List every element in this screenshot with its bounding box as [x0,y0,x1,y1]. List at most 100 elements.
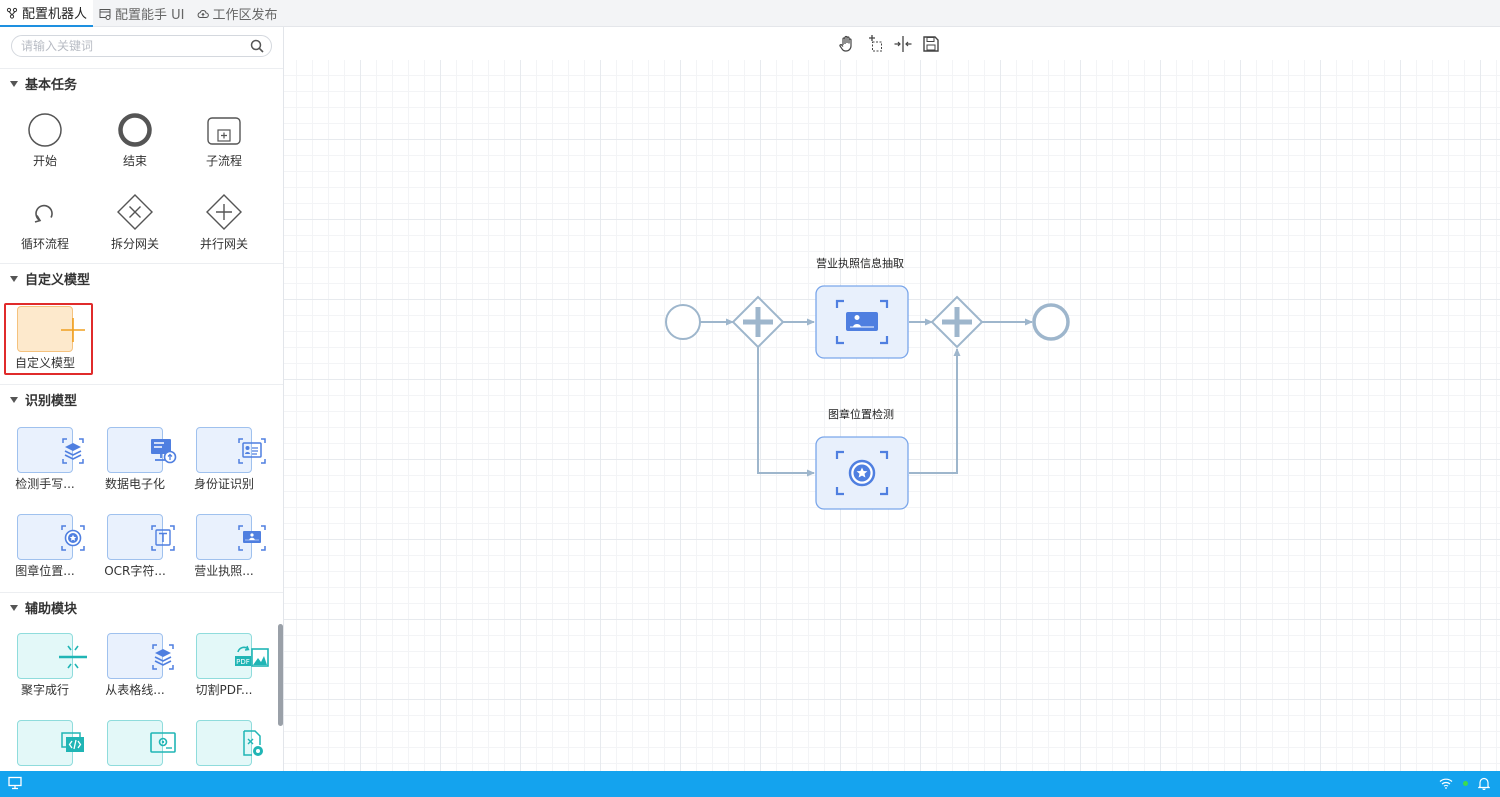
parallel-gateway-split[interactable] [731,295,785,349]
plus-icon [61,318,85,342]
monitor-upload-icon [151,439,177,464]
model-tile [17,427,84,473]
palette-item-label: 自定义模型 [14,356,75,370]
lasso-select-icon [869,35,882,52]
code-window-icon [61,732,84,752]
palette-item-label: 切割PDF... [195,683,253,697]
section-title: 辅助模块 [25,602,78,617]
tab-configure-robot[interactable]: 配置机器人 [0,0,94,27]
sequence-flows [700,318,1033,477]
flow-gateway-to-task2[interactable] [757,347,815,477]
palette-item-label: 开始 [32,154,57,168]
bell-icon[interactable] [1478,776,1490,790]
palette-item-screen-view[interactable] [95,720,176,771]
space-tool-icon [894,36,912,52]
tab-bar: 配置机器人 配置能手 UI 工作区发布 [0,0,1500,27]
palette-item-start[interactable]: 开始 [5,110,85,180]
license-icon [846,312,878,331]
palette-sidebar: 基本任务 开始 结束 子流程 循环流程 拆分网关 并行网关 自定义模型 自定义模… [0,27,284,771]
palette-item-label: 并行网关 [199,237,248,251]
palette-item-table-lines[interactable]: 从表格线... [95,633,175,703]
palette-item-end[interactable]: 结束 [95,110,175,180]
palette-item-label: 身份证识别 [193,477,254,491]
space-tool-button[interactable] [892,34,914,54]
palette-item-code-window[interactable] [5,720,85,771]
lasso-tool-button[interactable] [864,34,886,54]
parallel-gateway-join[interactable] [930,295,984,349]
palette-item-label: OCR字符... [104,564,166,578]
toolbar-strip [284,27,1500,60]
section-recognition-models[interactable]: 识别模型 [0,384,283,414]
palette-item-handwriting[interactable]: 检测手写... [5,427,85,497]
palette-item-license[interactable]: 营业执照... [184,514,266,584]
text-icon [151,525,175,551]
end-event[interactable] [1032,303,1070,341]
task-business-license[interactable] [815,285,909,359]
module-tile [196,720,263,766]
palette-item-split-pdf[interactable]: PDF 切割PDF... [184,633,269,703]
module-tile [107,633,174,679]
start-event[interactable] [665,304,701,340]
palette-item-id-card[interactable]: 身份证识别 [184,427,266,497]
section-aux-modules[interactable]: 辅助模块 [0,592,283,622]
highlight-box [4,303,93,375]
task1-label: 营业执照信息抽取 [816,257,904,270]
palette-item-ocr[interactable]: OCR字符... [95,514,175,584]
palette-item-custom-model[interactable]: 自定义模型 [5,306,85,376]
palette-item-exclusive-gateway[interactable]: 拆分网关 [95,193,175,263]
id-card-icon [238,438,266,464]
palette-item-label: 循环流程 [20,237,69,251]
palette-item-subprocess[interactable]: 子流程 [184,110,264,180]
search-input[interactable] [21,38,241,54]
task-stamp-detection[interactable] [815,436,909,510]
flow-task2-to-join[interactable] [909,348,961,474]
screen-eye-icon [150,732,176,753]
model-tile [196,427,266,473]
palette-item-parallel-gateway[interactable]: 并行网关 [184,193,264,263]
hand-icon [839,35,852,52]
module-tile [107,720,176,766]
module-tile: PDF [196,633,269,679]
license-icon [238,525,266,551]
search-icon[interactable] [249,38,265,54]
tab-configure-ui[interactable]: 配置能手 UI [93,0,190,27]
search-box [11,35,272,57]
model-tile [107,427,177,473]
process-canvas[interactable] [284,27,1500,771]
save-button[interactable] [920,34,942,54]
scan-frame-icon [835,299,889,345]
model-tile [107,514,175,560]
wifi-icon[interactable] [1439,777,1453,789]
hand-tool-button[interactable] [836,34,858,54]
palette-item-file-view[interactable] [184,720,264,771]
stamp-icon [61,525,85,551]
sidebar-scrollbar[interactable] [278,624,283,726]
tab-label: 工作区发布 [212,8,278,23]
palette-item-label: 数据电子化 [104,477,165,491]
section-custom-models[interactable]: 自定义模型 [0,263,283,293]
palette-item-label: 拆分网关 [110,237,159,251]
table-layers-icon [152,644,174,670]
palette-item-digitize[interactable]: 数据电子化 [95,427,177,497]
palette-item-stamp[interactable]: 图章位置... [5,514,85,584]
pdf-image-icon: PDF [235,645,269,667]
section-title: 基本任务 [25,78,78,93]
collapse-triangle-icon [10,396,18,403]
palette-item-merge-lines[interactable]: 聚字成行 [5,633,87,703]
monitor-icon[interactable] [8,776,22,790]
end-event-icon [118,113,152,147]
save-icon [923,36,939,52]
section-basic-tasks[interactable]: 基本任务 [0,68,283,98]
palette-item-label: 聚字成行 [20,683,69,697]
exclusive-gateway-icon [117,194,153,230]
tab-workspace-publish[interactable]: 工作区发布 [191,0,284,27]
svg-text:PDF: PDF [236,658,250,666]
online-status-dot [1463,780,1468,786]
start-event-icon [28,113,62,147]
merge-lines-icon [59,645,87,669]
palette-item-loop[interactable]: 循环流程 [5,193,85,263]
collapse-triangle-icon [10,604,18,611]
tab-label: 配置能手 UI [115,8,185,23]
window-icon [99,8,111,20]
